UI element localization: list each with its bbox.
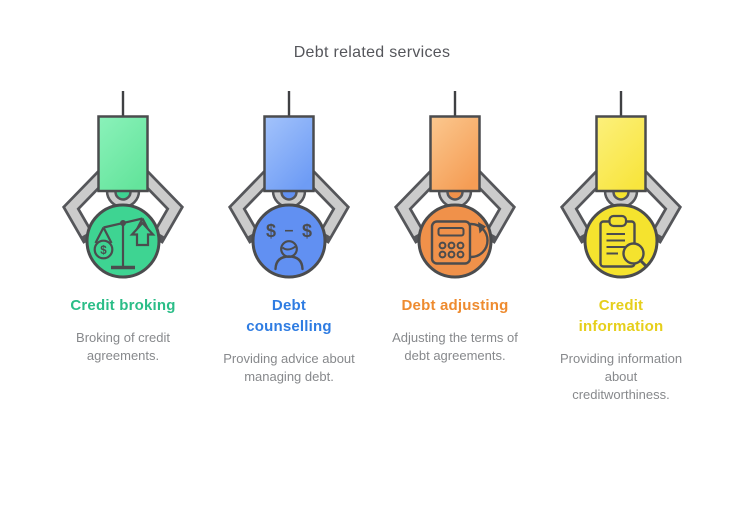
claw-right-arm <box>131 163 185 244</box>
claw-machine-graphic <box>393 91 517 279</box>
machine-credit-broking: $ Credit broking Broking of credit agree… <box>40 88 206 404</box>
claw-machine-graphic <box>559 91 683 279</box>
claw-right-arm <box>629 163 683 244</box>
claw-right-arm <box>297 163 351 244</box>
machine-debt-counselling: $ – $ Debt counselling Providing advice … <box>206 88 372 404</box>
claw-machine-graphic: $ – $ <box>227 91 351 279</box>
machine-description: Providing advice about managing debt. <box>223 351 355 384</box>
machine-credit-information: Credit information Providing information… <box>538 88 704 404</box>
claw-machine-graphic: $ <box>61 91 185 279</box>
document-search-icon <box>599 214 647 268</box>
magnifier-lens <box>622 242 645 265</box>
machine-body <box>429 115 481 193</box>
claw-left-arm <box>393 163 447 244</box>
machine-heading: Debt adjusting <box>401 297 509 314</box>
machine-body <box>595 115 647 193</box>
machine-body <box>263 115 315 193</box>
dollar-sign: $ <box>266 221 276 241</box>
calculator-refresh-icon <box>430 220 489 265</box>
magnifier-handle <box>639 259 647 267</box>
machine-heading: Credit information <box>578 297 664 335</box>
up-arrow-shape <box>129 221 156 247</box>
clipboard-clip <box>608 214 628 228</box>
claw-left-arm <box>227 163 281 244</box>
refresh-arrowhead <box>478 222 486 234</box>
dollar-sign: $ <box>100 245 107 257</box>
machine-heading: Credit broking <box>70 297 176 314</box>
machine-description: Broking of credit agreements. <box>76 330 170 363</box>
claw-left-arm <box>61 163 115 244</box>
claw-right-arm <box>463 163 517 244</box>
machine-debt-adjusting: Debt adjusting Adjusting the terms of de… <box>372 88 538 404</box>
dollar-exchange-person-icon: $ – $ <box>266 221 312 271</box>
page-title: Debt related services <box>293 44 451 61</box>
claw-machines-row: $ Credit broking Broking of credit agree… <box>0 88 744 404</box>
balance-scale-icon: $ <box>93 217 156 270</box>
machine-description: Adjusting the terms of debt agreements. <box>392 330 518 363</box>
machine-body <box>97 115 149 193</box>
machine-description: Providing information about creditworthi… <box>559 351 683 402</box>
dash-sign: – <box>285 222 294 239</box>
machine-heading: Debt counselling <box>246 297 332 335</box>
claw-left-arm <box>559 163 613 244</box>
dollar-sign: $ <box>302 221 312 241</box>
